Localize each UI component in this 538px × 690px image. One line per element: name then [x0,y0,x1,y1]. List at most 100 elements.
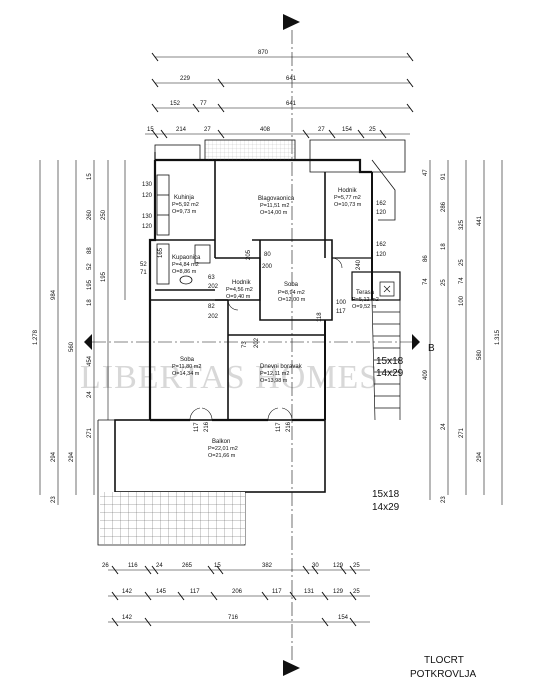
inner-dim: 117 [194,422,200,432]
left-dim-15: 15 [87,173,93,180]
inner-dim: 71 [140,270,147,276]
window-label-3: 15x18 [372,489,400,500]
right-dim-18: 18 [441,243,447,250]
room-area: P=8,94 m2 [278,290,305,296]
inner-dim: 82 [208,304,215,310]
top-dim-408: 408 [260,127,271,133]
room-area: P=11,80 m2 [172,364,201,370]
left-dim-52: 52 [87,263,93,270]
room-perimeter: O=9,40 m [226,294,251,300]
top-dimensions [145,52,414,139]
room-perimeter: O=9,52 m [352,304,377,310]
room-name: Soba [284,282,299,288]
right-dim-286: 286 [441,201,447,212]
left-dim-88: 88 [87,247,93,254]
left-dim-984: 984 [51,289,57,300]
bottom-dim: 154 [338,615,349,621]
top-dim-152: 152 [170,101,181,107]
left-dim-24: 24 [87,391,93,398]
right-dim-1315: 1.315 [495,329,501,345]
inner-dim: 52 [140,262,147,268]
right-dim-91: 91 [441,173,447,180]
inner-dim: 130 [142,214,153,220]
inner-dim: 117 [276,422,282,432]
right-dim-24: 24 [441,423,447,430]
inner-dim: 120 [142,193,153,199]
window-label-4: 14x29 [372,502,400,513]
room-area: P=5,77 m2 [334,195,361,201]
left-dim-294a: 294 [51,451,57,462]
inner-dim: 162 [376,242,387,248]
balcony-tiles [100,492,245,544]
inner-dim: 216 [286,421,292,432]
doors [189,257,343,421]
upper-right-bay [154,139,406,221]
inner-dim: 202 [208,284,219,290]
top-dim-25: 25 [369,127,376,133]
bottom-dim: 26 [102,563,109,569]
section-arrow-right-icon [412,334,420,350]
room-perimeter: O=14,00 m [260,210,288,216]
top-dim-27a: 27 [204,127,211,133]
inner-dim: 63 [208,275,215,281]
bottom-dim: 142 [122,589,133,595]
drawing-title: TLOCRT [424,655,464,666]
room-area: P=22,01 m2 [208,446,238,452]
right-dim-409: 409 [423,369,429,380]
inner-dim: 200 [262,264,273,270]
bottom-dim: 117 [272,589,282,595]
inner-dim: 202 [208,314,219,320]
left-dim-560: 560 [69,341,75,352]
bottom-dim: 145 [156,589,167,595]
room-area: P=5,92 m2 [172,202,199,208]
inner-dim: 130 [142,182,153,188]
right-dim-25b: 25 [459,259,465,266]
left-dim-195b: 195 [101,271,107,282]
top-dim-15: 15 [147,127,154,133]
top-dim-27b: 27 [318,127,325,133]
right-dimensions [429,160,503,505]
bottom-dim: 131 [304,589,315,595]
room-name: Terasa [356,290,375,296]
room-hodnik-middle: Hodnik P=4,56 m2 O=9,40 m [226,280,253,300]
kitchen-counter [156,174,170,236]
room-name: Hodnik [232,280,252,286]
drawing-subtitle: POTKROVLJA [410,669,476,680]
room-name: Dnevni boravak [260,364,303,370]
room-perimeter: O=14,34 m [172,371,200,377]
room-perimeter: O=12,00 m [278,297,306,303]
top-dim-229: 229 [180,76,191,82]
inner-dim: 118 [317,312,323,322]
left-dim-18: 18 [87,299,93,306]
room-perimeter: O=10,73 m [334,202,362,208]
section-arrow-left-icon [84,334,92,350]
inner-dim: 162 [376,201,387,207]
window-label-2: 14x29 [376,368,404,379]
bottom-dim: 15 [214,563,221,569]
room-name: Balkon [212,439,230,445]
room-soba-lower: Soba P=11,80 m2 O=14,34 m [172,357,201,377]
right-dim-74b: 74 [459,277,465,284]
room-area: P=4,56 m2 [226,287,253,293]
room-blagovaonica: Blagovaonica P=11,51 m2 O=14,00 m [258,196,295,216]
staircase [371,281,401,421]
room-area: P=5,12 m2 [352,297,379,303]
bottom-dim: 382 [262,563,273,569]
room-name: Kuhinja [174,195,195,201]
room-perimeter: O=21,66 m [208,453,236,459]
top-dim-214: 214 [176,127,187,133]
room-name: Soba [180,357,195,363]
right-dim-325: 325 [459,219,465,230]
right-dim-100: 100 [459,295,465,306]
bottom-dim: 116 [128,563,138,569]
right-dim-271: 271 [459,427,465,438]
section-arrow-top-icon [283,14,300,30]
top-dim-77: 77 [200,101,207,107]
room-hodnik-upper: Hodnik P=5,77 m2 O=10,73 m [334,188,362,208]
window-label-1: 15x18 [376,356,404,367]
inner-dim: 205 [246,249,252,260]
top-dim-641b: 641 [286,101,297,107]
bottom-dim: 25 [353,589,360,595]
left-dim-260: 260 [87,209,93,220]
